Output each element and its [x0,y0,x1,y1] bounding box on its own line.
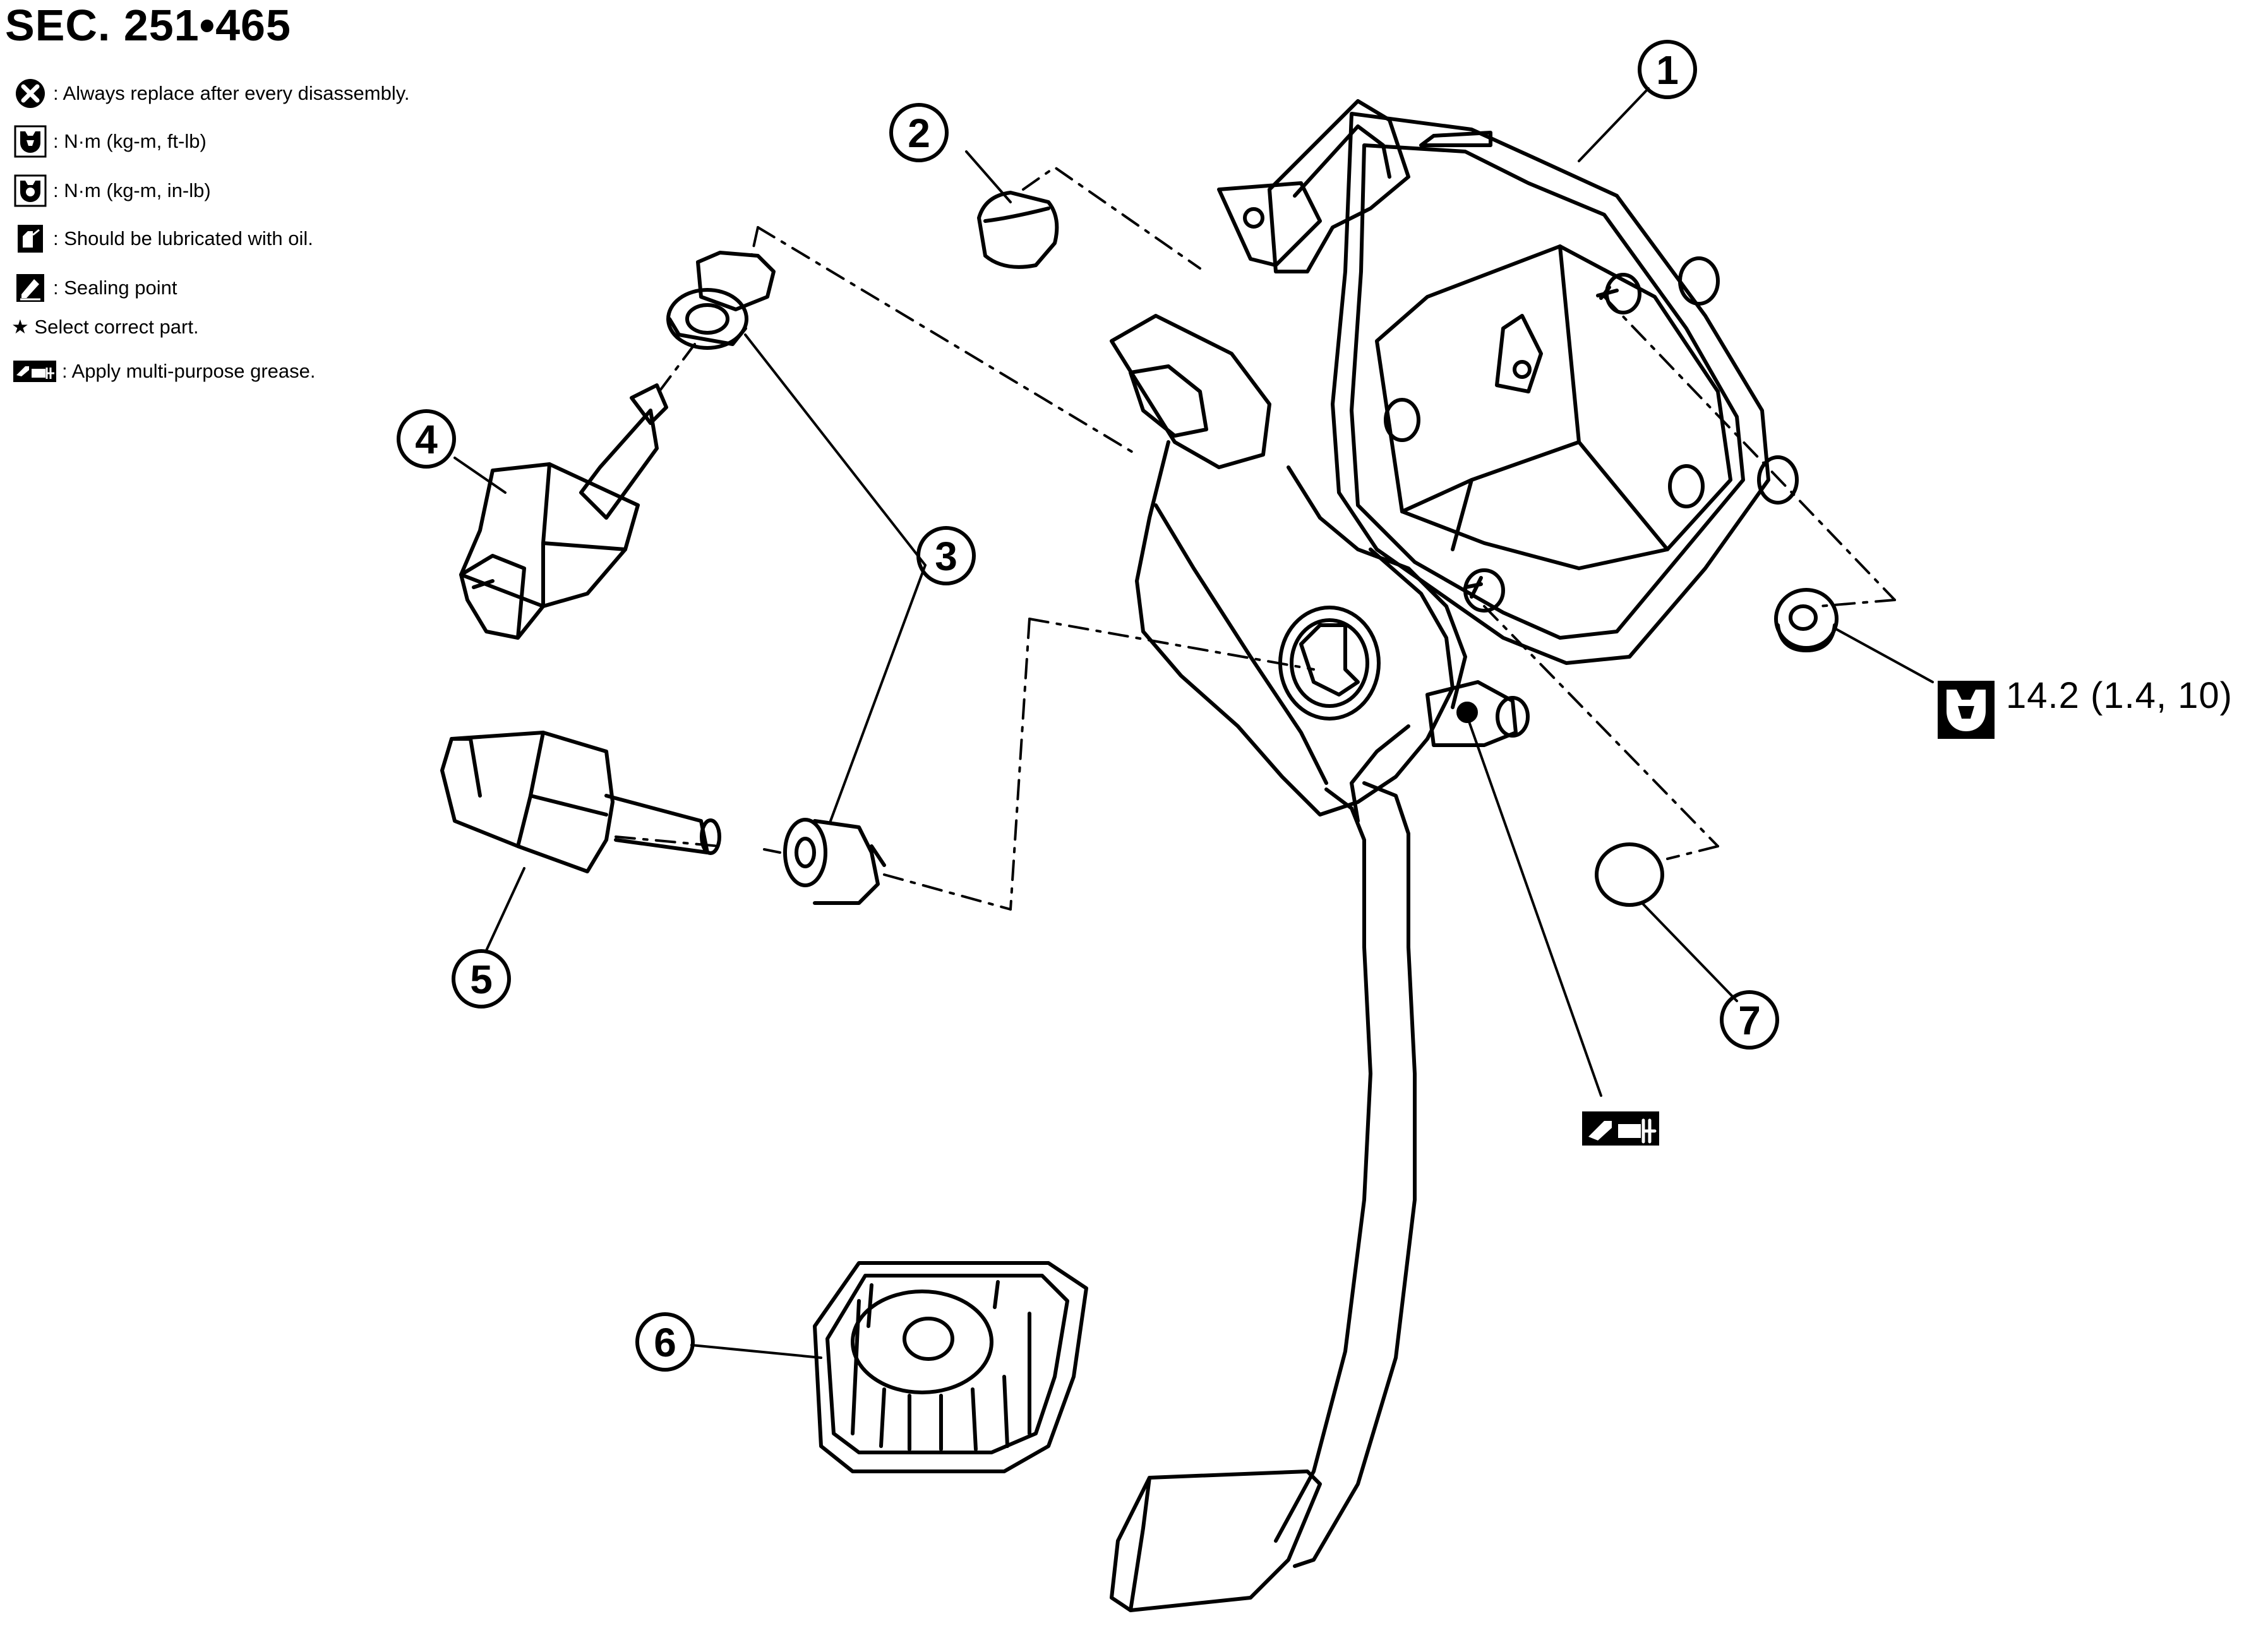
sealant-icon [11,269,49,307]
legend-text: : Apply multi-purpose grease. [62,360,316,382]
clip-part [977,191,1059,269]
callout-label: 5 [470,957,493,1002]
cap-part [1595,842,1664,907]
callout-2: 2 [889,103,949,162]
legend-item-oil: : Should be lubricated with oil. [11,220,313,258]
callout-label: 7 [1738,998,1761,1043]
callout-label: 2 [908,111,930,156]
callout-label: 4 [415,417,438,462]
legend-item-grease: : Apply multi-purpose grease. [11,352,316,390]
oil-can-icon [11,220,49,258]
grease-gun-icon [11,352,58,390]
torque-spec-value: 14.2 (1.4, 10) [2006,675,2233,716]
legend-item-select-part: ★ Select correct part. [11,308,199,346]
torque-wrench-inlb-icon [11,172,49,210]
pedal-bracket-assembly [1110,99,1799,1612]
leader-lines [453,87,1934,1359]
ascd-switch-part [440,731,721,873]
callout-7: 7 [1720,990,1779,1050]
callout-label: 3 [935,534,957,579]
switch-clip-lower [783,818,886,905]
section-title: SEC. 251•465 [5,1,291,50]
legend-text: : N·m (kg-m, ft-lb) [53,130,207,152]
legend-item-torque-ftlb: : N·m (kg-m, ft-lb) [11,123,207,160]
callout-5: 5 [452,949,511,1009]
legend-item-torque-inlb: : N·m (kg-m, in-lb) [11,172,211,210]
legend-item-sealant: : Sealing point [11,269,177,307]
switch-clip-upper [666,251,776,350]
callout-3: 3 [916,526,976,585]
legend-text: : Should be lubricated with oil. [53,227,313,249]
callout-label: 6 [654,1320,676,1365]
legend-text: ★ Select correct part. [11,316,199,338]
legend-text: : N·m (kg-m, in-lb) [53,179,211,201]
mounting-nut-part [1774,588,1839,652]
torque-wrench-ftlb-icon [1938,681,1995,739]
callout-label: 1 [1656,47,1679,93]
legend-text: : Sealing point [53,277,177,299]
callout-6: 6 [635,1312,695,1372]
stop-lamp-switch-part [459,383,668,640]
replace-x-icon [11,75,49,112]
torque-wrench-ftlb-icon [11,123,49,160]
callout-1: 1 [1638,40,1697,99]
assembly-dashed-lines [615,166,1896,911]
callout-4: 4 [397,409,456,469]
legend-text: : Always replace after every disassembly… [53,82,410,104]
grease-gun-icon [1582,1111,1659,1146]
pedal-pad-part [813,1261,1088,1473]
legend-item-replace: : Always replace after every disassembly… [11,75,410,112]
